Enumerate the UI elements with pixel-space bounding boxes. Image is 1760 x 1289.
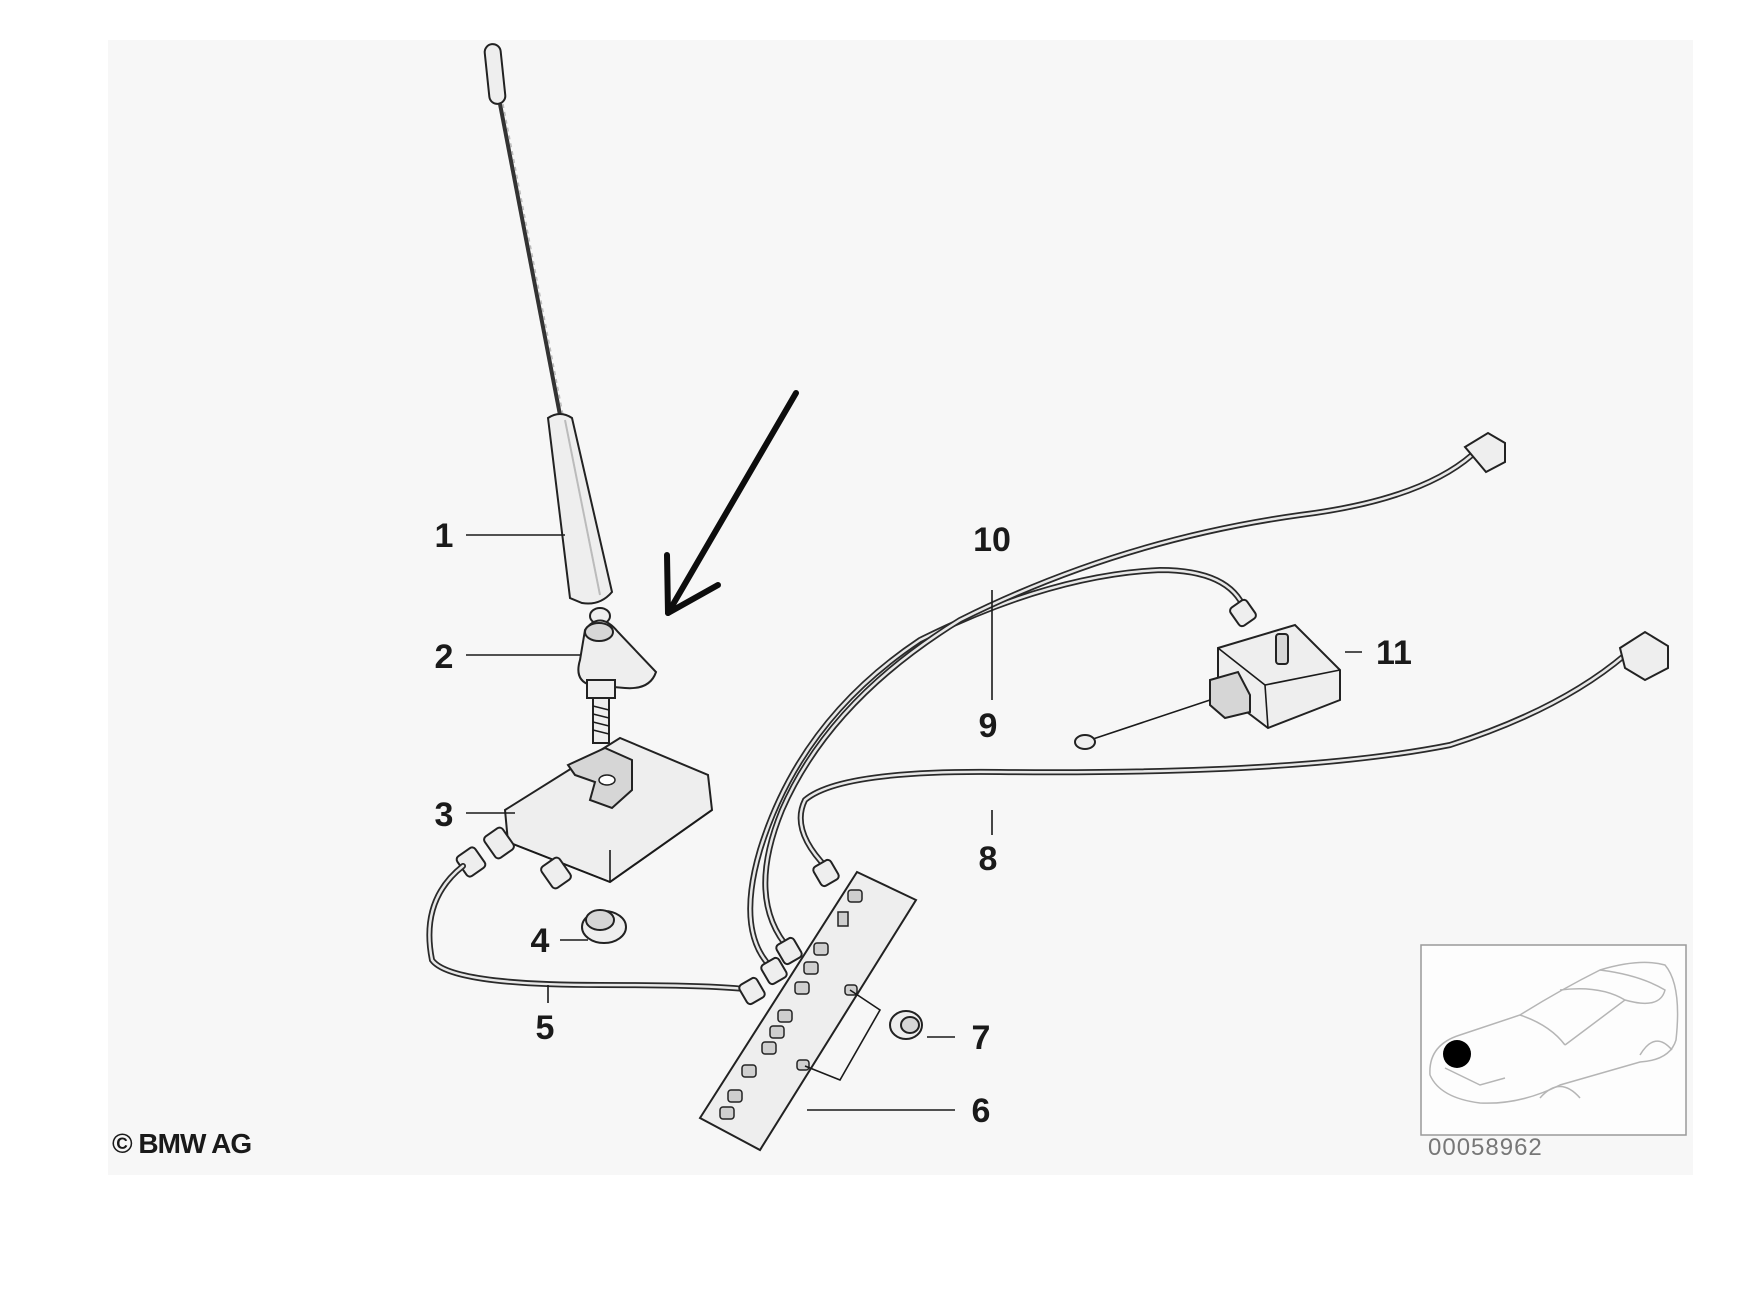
antenna-cable-long-8 — [797, 630, 1669, 888]
leader-lines — [466, 534, 1362, 1111]
antenna-cable-10 — [762, 431, 1506, 966]
callout-7: 7 — [972, 1019, 991, 1057]
callout-8: 8 — [979, 840, 998, 878]
callout-10: 10 — [973, 521, 1011, 559]
callout-6: 6 — [972, 1092, 991, 1130]
antenna-base — [577, 607, 658, 744]
copyright-notice: © BMW AG — [112, 1128, 252, 1159]
callout-1: 1 — [435, 517, 454, 555]
callout-2: 2 — [435, 638, 454, 676]
callout-3: 3 — [435, 796, 454, 834]
clip-nut — [889, 1010, 923, 1040]
callout-4: 4 — [531, 922, 550, 960]
antenna-mast — [483, 43, 614, 605]
callout-5: 5 — [536, 1009, 555, 1047]
diagram-number: 00058962 — [1428, 1134, 1543, 1161]
antenna-cable-short — [426, 863, 766, 1006]
vehicle-locator-inset — [1420, 944, 1687, 1136]
mounting-strip — [698, 870, 918, 1152]
antenna-amplifier — [455, 736, 714, 890]
callout-9: 9 — [979, 707, 998, 745]
callouts: 1 2 3 4 5 6 7 8 9 10 11 — [435, 517, 1412, 1130]
locator-dot — [1443, 1040, 1471, 1068]
annotation-arrow — [664, 390, 799, 616]
grommet — [581, 909, 627, 944]
callout-11: 11 — [1376, 634, 1412, 672]
interference-filter — [1074, 623, 1341, 750]
antenna-cable-9 — [747, 566, 1257, 986]
car-outline — [1429, 961, 1679, 1104]
